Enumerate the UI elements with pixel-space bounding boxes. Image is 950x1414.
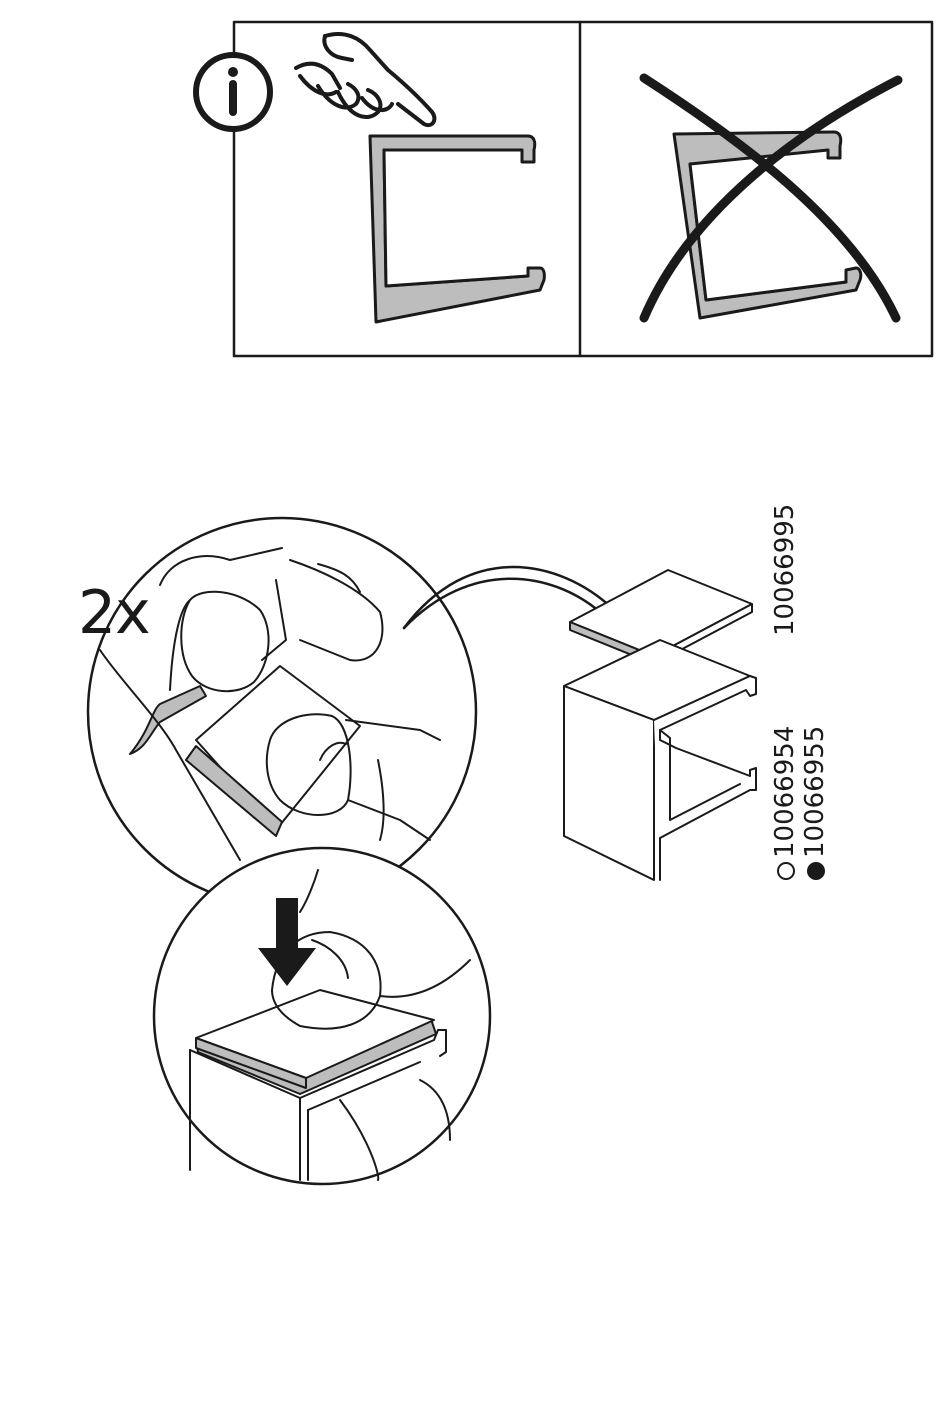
- pad-part-number: 10066995: [770, 504, 800, 636]
- detail-circle-press: [154, 848, 490, 1184]
- black-bracket-part-number: 10066955: [800, 726, 830, 880]
- exploded-part-view: [564, 570, 756, 880]
- info-icon: [196, 55, 270, 129]
- comparison-panel: [234, 22, 932, 356]
- bracket-correct-orientation: [370, 136, 544, 322]
- black-color-dot-icon: [807, 862, 825, 880]
- detail-circle-peel: [88, 518, 612, 906]
- white-bracket-code: 10066954: [770, 726, 800, 858]
- white-bracket-part-number: 10066954: [770, 726, 800, 880]
- quantity-label: 2x: [78, 578, 150, 648]
- pointing-hand-icon: [296, 34, 434, 125]
- white-color-dot-icon: [777, 862, 795, 880]
- black-bracket-code: 10066955: [800, 726, 830, 858]
